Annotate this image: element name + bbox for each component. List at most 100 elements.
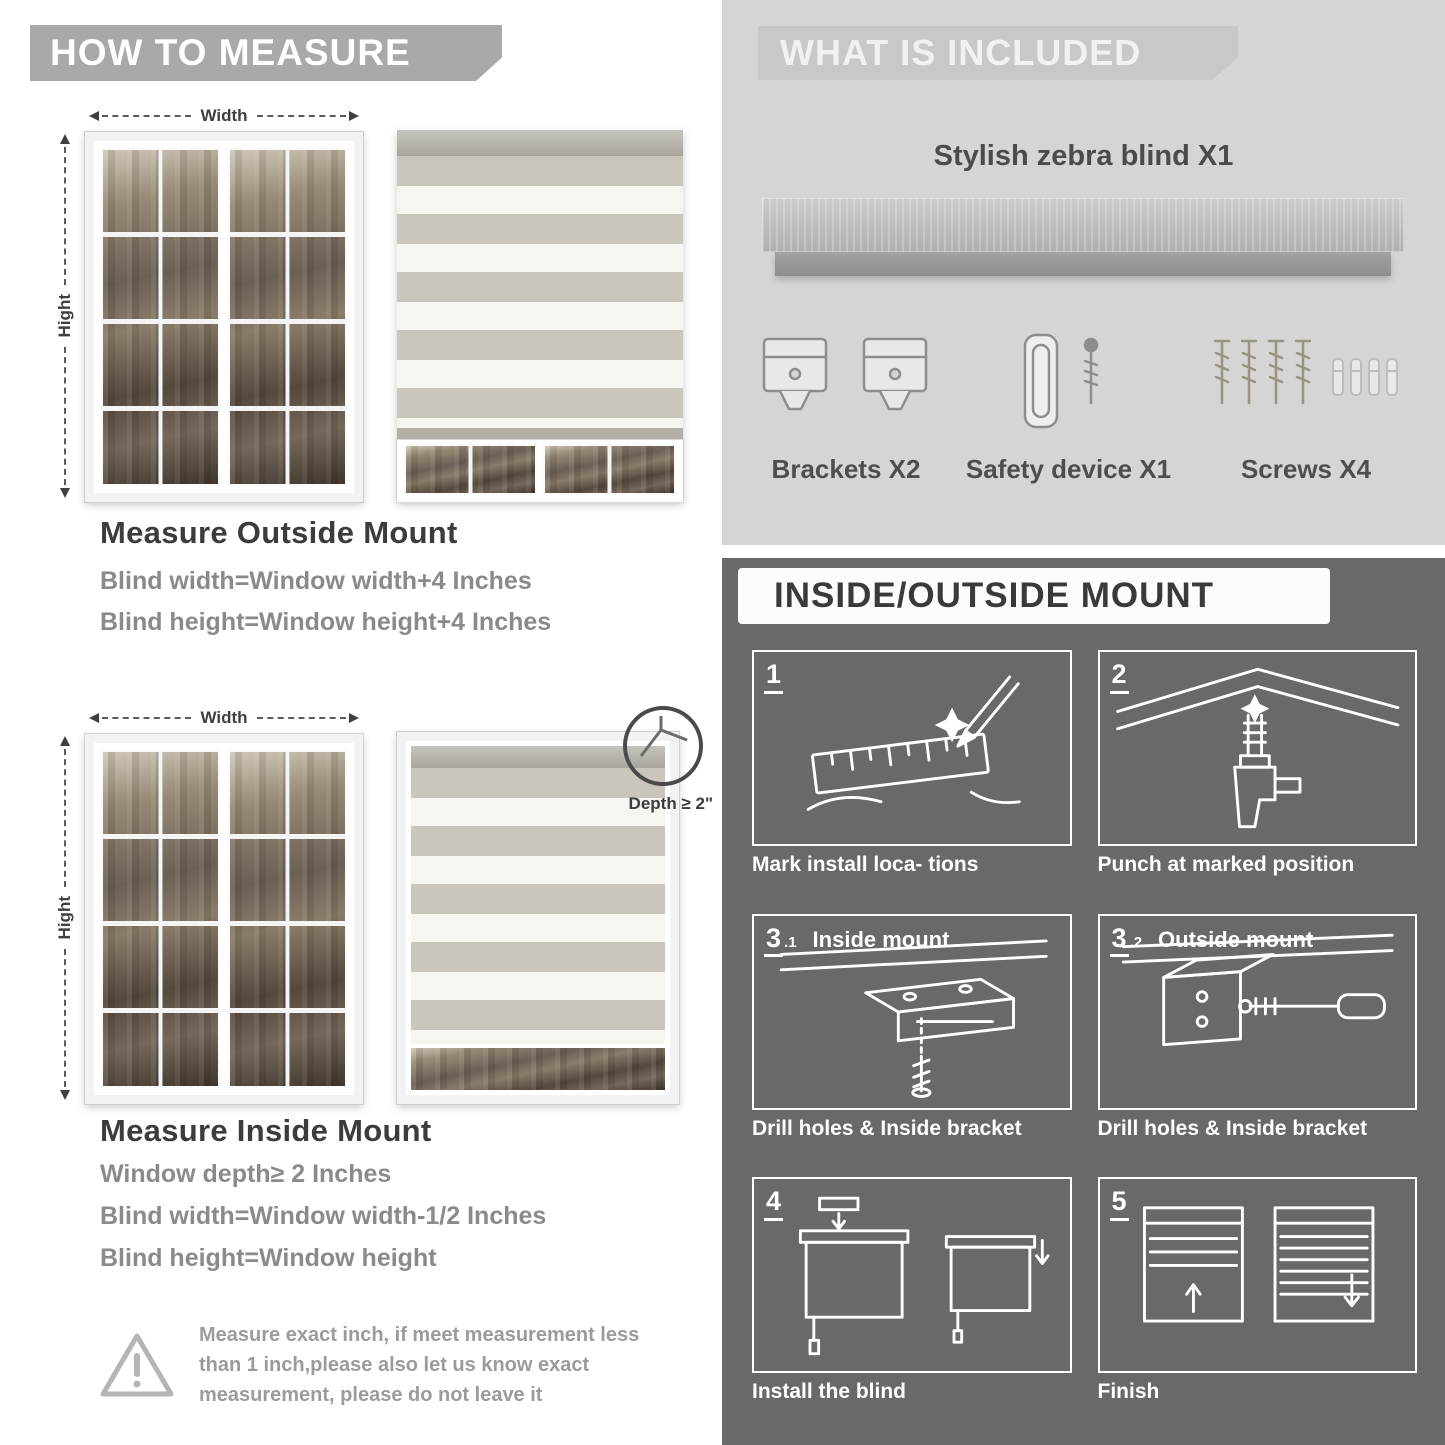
step-4-number-row: 4	[764, 1187, 800, 1222]
safety-device-icon	[1003, 328, 1133, 440]
step-1-illustration-box: 1	[752, 650, 1072, 846]
window-below-blind	[396, 439, 684, 503]
arrowhead-right-icon	[349, 111, 359, 121]
arrowhead-left-icon	[89, 111, 99, 121]
step-number: 3	[1109, 923, 1129, 958]
finished-blind-illustration	[1142, 1206, 1374, 1323]
step-number: 1	[764, 659, 784, 694]
step-4: 4	[752, 1177, 1072, 1431]
height-arrow: Hight	[55, 736, 74, 1100]
step-3-2-illustration-box: 3.2 Outside mount	[1097, 913, 1417, 1110]
arrowhead-down-icon	[60, 488, 70, 498]
mount-steps-grid: 1	[752, 650, 1417, 1431]
step-3-1-illustration-box: 3.1 Inside mount	[752, 913, 1072, 1110]
outside-mount-illustrations: Width Hight	[55, 100, 684, 503]
step-caption: Drill holes & Inside bracket	[752, 1116, 1022, 1140]
window-sash-left	[101, 148, 220, 486]
height-label: Hight	[55, 294, 74, 338]
outside-mount-line-2: Blind height=Window height+4 Inches	[100, 608, 552, 636]
outside-mount-line-1: Blind width=Window width+4 Inches	[100, 567, 532, 595]
included-item-brackets: Brackets X2	[756, 328, 936, 485]
width-arrow: Width	[89, 106, 359, 125]
depth-callout-circle	[623, 706, 703, 786]
window-illustration-inside: Width Hight	[55, 702, 364, 1105]
step-2-number-row: 2	[1109, 659, 1146, 694]
included-item-screws: Screws X4	[1201, 328, 1411, 485]
window-illustration-outside: Width Hight	[55, 100, 364, 503]
width-label: Width	[200, 708, 248, 727]
window-frame	[84, 733, 364, 1105]
arrowhead-right-icon	[349, 713, 359, 723]
window-sash-right	[228, 148, 347, 486]
product-name: Stylish zebra blind X1	[933, 140, 1234, 172]
included-item-safety-device: Safety device X1	[966, 328, 1171, 485]
blind-cassette	[397, 130, 683, 156]
mark-location-illustration	[806, 675, 1021, 811]
blind-stripes	[397, 156, 683, 428]
drill-illustration	[1115, 667, 1399, 829]
arrowhead-up-icon	[60, 134, 70, 144]
screws-label: Screws X4	[1240, 454, 1372, 484]
arrowhead-left-icon	[89, 713, 99, 723]
step-title: Outside mount	[1158, 926, 1314, 952]
arrowhead-up-icon	[60, 736, 70, 746]
step-title: Inside mount	[812, 926, 950, 952]
inside-bracket-illustration	[779, 939, 1048, 1098]
included-items-row: Brackets X2 Safety device X1	[756, 328, 1411, 485]
what-is-included-title: WHAT IS INCLUDED	[780, 32, 1142, 73]
window-sash-left	[404, 444, 537, 495]
step-caption: Punch at marked position	[1097, 853, 1355, 876]
step-number: 3	[764, 923, 784, 958]
step-subnumber: .2	[1129, 933, 1143, 951]
zebra-blind-illustration-outside	[396, 130, 684, 503]
headrail-cassette	[762, 198, 1404, 252]
outside-bracket-illustration	[1121, 933, 1394, 1046]
mount-instructions-section: INSIDE/OUTSIDE MOUNT 1	[722, 558, 1445, 1445]
height-label: Hight	[55, 896, 74, 940]
dashed-line	[64, 147, 66, 286]
width-arrow: Width	[89, 708, 359, 727]
dashed-line	[102, 717, 192, 719]
step-caption: Mark install loca- tions	[752, 853, 979, 876]
step-2-illustration-box: 2	[1097, 650, 1417, 846]
window-corner-detail-icon	[639, 716, 688, 757]
window-sash-left	[101, 750, 220, 1088]
step-number: 2	[1109, 659, 1129, 694]
step-1-number-row: 1	[764, 659, 800, 694]
blind-bottom-rail	[397, 428, 683, 440]
inside-mount-line-2: Blind width=Window width-1/2 Inches	[100, 1202, 547, 1230]
dashed-line	[64, 346, 66, 485]
arrowhead-down-icon	[60, 1090, 70, 1100]
step-4-illustration-box: 4	[752, 1177, 1072, 1374]
inside-mount-line-3: Blind height=Window height	[100, 1244, 437, 1272]
step-caption: Install the blind	[752, 1380, 907, 1404]
step-1: 1	[752, 650, 1072, 904]
step-subnumber: .1	[784, 933, 797, 951]
height-arrow: Hight	[55, 134, 74, 498]
depth-label: Depth ≥ 2"	[628, 794, 713, 813]
inside-mount-line-1: Window depth≥ 2 Inches	[100, 1160, 392, 1188]
step-number: 4	[764, 1187, 784, 1222]
step-2: 2 Punch	[1097, 650, 1417, 904]
outside-mount-title: Measure Outside Mount	[100, 515, 458, 550]
headrail-valance	[775, 252, 1391, 276]
how-to-measure-title: HOW TO MEASURE	[50, 32, 411, 73]
dashed-line	[102, 115, 192, 117]
inside-mount-title: Measure Inside Mount	[100, 1113, 432, 1148]
window-sash-right	[543, 444, 676, 495]
step-5: 5	[1097, 1177, 1417, 1431]
inside-mount-illustrations: Width Hight	[55, 702, 713, 1105]
step-caption: Drill holes & Inside bracket	[1097, 1116, 1368, 1140]
headrail-illustration	[762, 198, 1404, 276]
step-3-2-number-row: 3.2 Outside mount	[1109, 923, 1314, 958]
install-blind-illustration	[798, 1197, 1050, 1356]
step-3-1: 3.1 Inside mount	[752, 913, 1072, 1168]
step-3-2: 3.2 Outside mount	[1097, 913, 1417, 1168]
warning-text: Measure exact inch, if meet measurement …	[199, 1324, 640, 1406]
window-sash-right	[228, 750, 347, 1088]
what-is-included-section: WHAT IS INCLUDED Stylish zebra blind X1	[722, 0, 1445, 545]
step-3-1-number-row: 3.1 Inside mount	[764, 923, 950, 958]
brackets-label: Brackets X2	[771, 454, 921, 484]
brackets-icon	[756, 328, 936, 440]
